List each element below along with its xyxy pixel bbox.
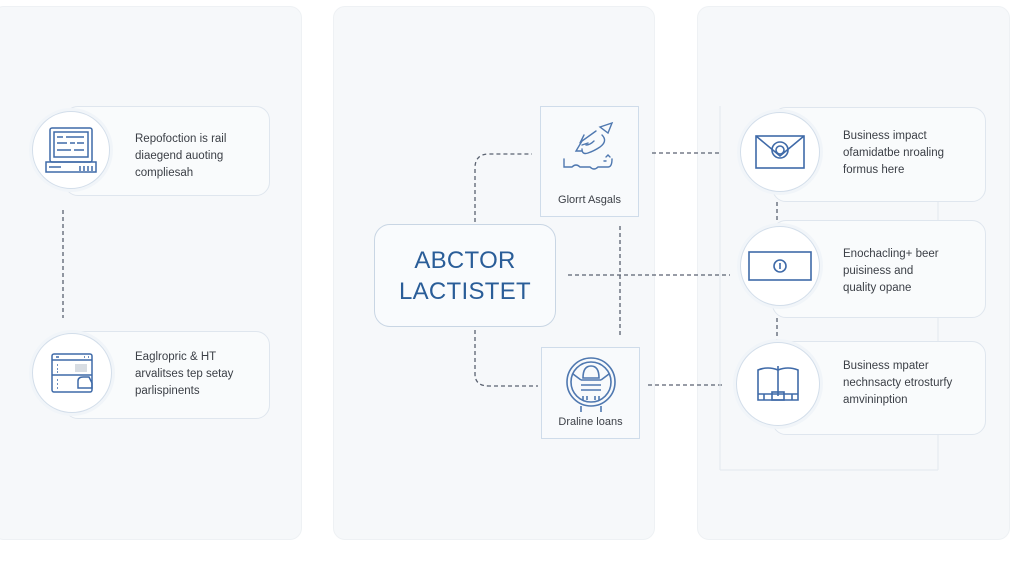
main-node-line1: ABCTOR bbox=[414, 246, 516, 274]
top-node-label: Glorrt Asgals bbox=[558, 194, 621, 206]
envelope-badge-icon bbox=[755, 135, 805, 169]
browser-window-icon bbox=[51, 353, 93, 393]
open-book-icon bbox=[757, 366, 799, 401]
right-card-1-text: Business impact ofamidatbe nroaling form… bbox=[843, 130, 945, 176]
main-node[interactable]: ABCTOR LACTISTET bbox=[374, 224, 556, 327]
right-card-2-icon-circle bbox=[740, 226, 820, 306]
right-card-1-icon-circle bbox=[740, 112, 820, 192]
left-card-2-icon-circle bbox=[32, 333, 112, 413]
left-panel bbox=[0, 6, 302, 540]
bottom-node[interactable]: Draline loans bbox=[541, 347, 640, 439]
map-sketch-icon bbox=[562, 121, 613, 170]
right-card-3-icon-circle bbox=[736, 342, 820, 426]
right-card-3-text: Business mpater nechnsacty etrosturfy am… bbox=[843, 360, 953, 406]
main-node-line2: LACTISTET bbox=[398, 277, 532, 305]
left-card-1-icon-circle bbox=[32, 111, 110, 189]
bottom-node-label: Draline loans bbox=[558, 416, 623, 428]
left-card-2-text: Eaglropric & HT arvalitses tep setay par… bbox=[135, 351, 234, 397]
right-card-2-text: Enochacling+ beer puisiness and quality … bbox=[843, 248, 939, 294]
laptop-form-icon bbox=[45, 127, 97, 173]
robot-globe-icon bbox=[565, 357, 616, 412]
screen-coin-icon bbox=[748, 251, 812, 281]
left-card-1-text: Repofoction is rail diaegend auoting com… bbox=[135, 133, 227, 179]
top-node[interactable]: Glorrt Asgals bbox=[540, 106, 639, 217]
